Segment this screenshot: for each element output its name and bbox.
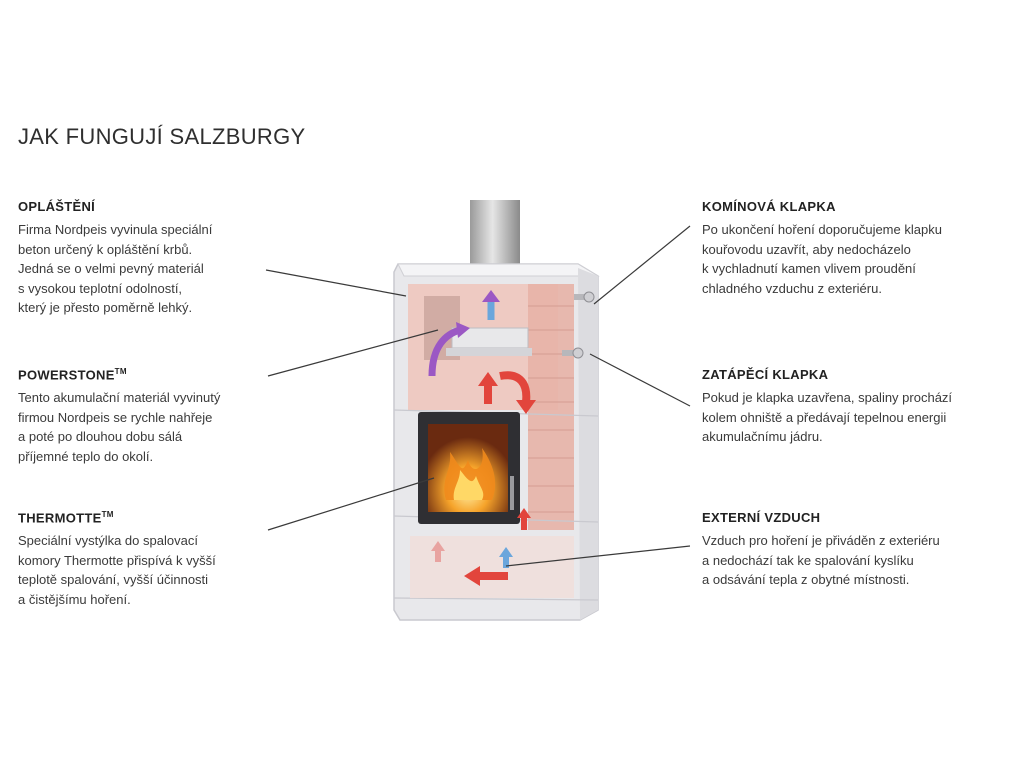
- leader-lines: [265, 225, 691, 567]
- heat-arrow-curve-icon: [499, 371, 536, 414]
- section-heading: EXTERNÍ VZDUCH: [702, 510, 821, 525]
- text-line: a čistějšímu hoření.: [18, 591, 131, 607]
- leader-powerstone: [267, 329, 439, 377]
- section-text: Vzduch pro hoření je přiváděn z exteriér…: [702, 531, 1002, 590]
- leader-kominova: [593, 225, 691, 305]
- flame-icon: [444, 448, 496, 500]
- trademark-mark: TM: [101, 510, 114, 519]
- leader-zatapeci: [589, 353, 691, 407]
- purple-flow-arrow-icon: [428, 322, 470, 377]
- chimney-pipe: [470, 200, 520, 266]
- section-text: Tento akumulační materiál vyvinutý firmo…: [18, 388, 268, 466]
- section-zatapeci-klapka: ZATÁPĚCÍ KLAPKA Pokud je klapka uzavřena…: [702, 367, 1002, 447]
- text-line: kouřovodu uzavřít, aby nedocházelo: [702, 241, 911, 257]
- text-line: komory Thermotte přispívá k vyšší: [18, 552, 216, 568]
- text-line: Jedná se o velmi pevný materiál: [18, 261, 204, 276]
- text-line: Tento akumulační materiál vyvinutý: [18, 390, 221, 406]
- text-line: teplotě spalování, vyšší účinnosti: [18, 572, 209, 588]
- section-heading: KOMÍNOVÁ KLAPKA: [702, 199, 836, 214]
- leader-thermotte: [267, 477, 435, 531]
- section-heading: THERMOTTETM: [18, 510, 268, 525]
- heat-arrow-up-icon: [478, 372, 498, 404]
- text-line: Speciální vystýlka do spalovací: [18, 533, 198, 549]
- section-thermotte: THERMOTTETM Speciální vystýlka do spalov…: [18, 510, 268, 609]
- flue-arrow-up-icon: [482, 290, 500, 320]
- section-powerstone: POWERSTONETM Tento akumulační materiál v…: [18, 367, 268, 466]
- baffle-lower: [446, 348, 532, 356]
- text-line: který je přesto poměrně lehký.: [18, 300, 193, 315]
- leader-oplasteni: [265, 269, 407, 297]
- heat-arrow-small-icon: [517, 508, 531, 530]
- text-line: s vysokou teplotní odolností,: [18, 280, 183, 296]
- text-line: Vzduch pro hoření je přiváděn z exteriér…: [702, 533, 940, 548]
- text-line: k vychladnutí kamen vlivem proudění: [702, 261, 916, 276]
- section-text: Firma Nordpeis vyvinula speciální beton …: [18, 220, 268, 318]
- section-heading: POWERSTONETM: [18, 367, 268, 382]
- text-line: a poté po dlouhou dobu sálá: [18, 429, 183, 445]
- external-air-arrow-icon: [464, 566, 508, 586]
- air-channel: [410, 536, 574, 598]
- section-kominova-klapka: KOMÍNOVÁ KLAPKA Po ukončení hoření dopor…: [702, 199, 1002, 298]
- section-text: Po ukončení hoření doporučujeme klapku k…: [702, 220, 1002, 298]
- text-line: akumulačnímu jádru.: [702, 429, 823, 444]
- text-line: a odsávání tepla z obytné místnosti.: [702, 572, 910, 587]
- section-text: Pokud je klapka uzavřena, spaliny prochá…: [702, 388, 1002, 447]
- heading-text: POWERSTONE: [18, 367, 115, 383]
- stove-top: [397, 263, 600, 277]
- text-line: a nedochází tak ke spalování kyslíku: [702, 552, 914, 568]
- text-line: kolem ohniště a předávají tepelnou energ…: [702, 409, 947, 425]
- text-line: příjemné teplo do okolí.: [18, 448, 154, 464]
- section-text: Speciální vystýlka do spalovací komory T…: [18, 531, 268, 609]
- text-line: beton určený k opláštění krbů.: [18, 241, 193, 257]
- text-line: firmou Nordpeis se rychle nahřeje: [18, 409, 213, 425]
- section-externi-vzduch: EXTERNÍ VZDUCH Vzduch pro hoření je přiv…: [702, 510, 1002, 590]
- text-line: Firma Nordpeis vyvinula speciální: [18, 222, 213, 237]
- page-title: JAK FUNGUJÍ SALZBURGY: [18, 124, 306, 149]
- section-oplasteni: OPLÁŠTĚNÍ Firma Nordpeis vyvinula speciá…: [18, 199, 268, 318]
- section-heading: ZATÁPĚCÍ KLAPKA: [702, 367, 829, 382]
- firebox-handle: [510, 476, 514, 510]
- heading-text: THERMOTTE: [18, 510, 102, 526]
- air-arrow-up-left-icon: [431, 541, 445, 562]
- powerstone-core-right: [528, 284, 574, 530]
- text-line: Po ukončení hoření doporučujeme klapku: [702, 222, 942, 237]
- text-line: chladného vzduchu z exteriéru.: [702, 280, 882, 296]
- text-line: Pokud je klapka uzavřena, spaliny prochá…: [702, 390, 953, 405]
- ignition-damper-knob: [562, 347, 584, 359]
- leader-externi: [505, 545, 691, 567]
- section-heading: OPLÁŠTĚNÍ: [18, 199, 96, 214]
- trademark-mark: TM: [114, 367, 127, 376]
- stove-right-face: [578, 268, 598, 620]
- chimney-damper-knob: [574, 291, 595, 303]
